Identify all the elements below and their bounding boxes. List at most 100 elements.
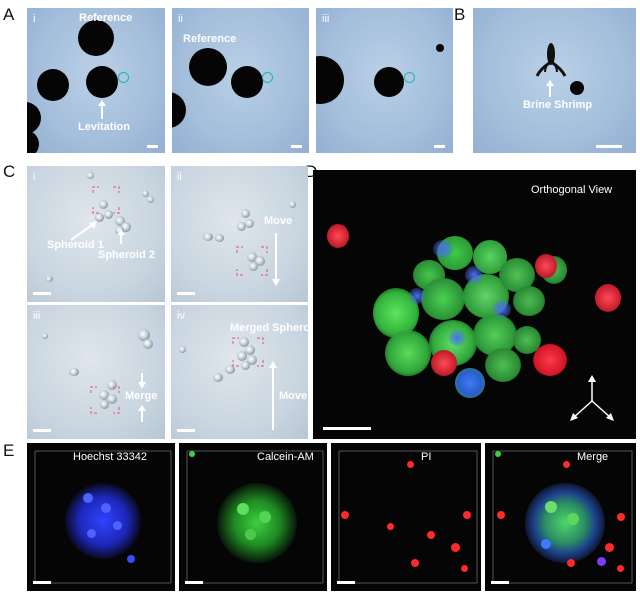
levitation-label: Levitation <box>78 121 130 133</box>
panel-d: Orthogonal View <box>313 170 636 439</box>
pi-cell <box>535 254 557 278</box>
levitating-bead <box>374 67 404 97</box>
calcein-cell <box>495 451 501 457</box>
pi-title: PI <box>421 451 432 463</box>
pi-cell <box>617 513 625 521</box>
panel-e-hoechst: Hoechst 33342 <box>27 443 175 591</box>
cell <box>241 209 250 218</box>
merge-cluster <box>525 483 605 563</box>
target-marker-icon <box>92 186 120 214</box>
panel-a-ii: ii Reference <box>172 8 309 153</box>
panel-letter-a: A <box>3 5 15 24</box>
pi-cell <box>411 559 419 567</box>
bead <box>172 92 186 128</box>
pi-cell <box>451 543 460 552</box>
pi-cell <box>605 543 614 552</box>
hoechst-nucleus <box>465 266 483 284</box>
arrow-up-icon <box>269 361 277 430</box>
target-marker-icon <box>90 386 120 414</box>
cell <box>215 234 224 242</box>
calcein-cell <box>513 286 545 316</box>
hoechst-nucleus <box>493 300 511 318</box>
hoechst-nucleus <box>101 503 111 513</box>
cell <box>241 361 250 370</box>
debris-particle <box>436 44 444 52</box>
pi-cell <box>387 523 394 530</box>
cell <box>104 210 113 219</box>
bounding-box <box>338 450 478 584</box>
arrow-down-icon <box>272 233 280 286</box>
panel-c-iii: iii Merge <box>27 305 165 439</box>
cell <box>95 213 104 222</box>
scale-bar <box>337 581 355 584</box>
cell <box>289 201 296 208</box>
levitating-bead <box>231 66 263 98</box>
bead <box>37 69 69 101</box>
scale-bar <box>33 429 51 432</box>
cell <box>239 337 249 347</box>
cell <box>237 351 247 361</box>
hoechst-nucleus <box>113 521 122 530</box>
pi-cell <box>341 511 349 519</box>
cell <box>87 172 94 179</box>
spheroid-1-label: Spheroid 1 <box>47 239 104 251</box>
calcein-cell <box>259 511 271 523</box>
target-ring <box>262 72 273 83</box>
panel-e-merge: Merge <box>485 443 636 591</box>
panel-c-iv: iv Merged Spheroid Move <box>171 305 308 439</box>
cell <box>115 226 124 235</box>
cell <box>247 252 257 262</box>
hoechst-nucleus <box>455 368 485 398</box>
panel-c-ii-label: ii <box>177 171 182 183</box>
hoechst-nucleus <box>433 240 453 258</box>
hoechst-nucleus <box>409 288 425 304</box>
levitating-bead <box>86 66 118 98</box>
cell <box>138 329 150 341</box>
panel-letter-c: C <box>3 162 16 181</box>
panel-a-iii-label: iii <box>322 13 330 25</box>
hoechst-cluster <box>65 483 141 559</box>
arrow-icon <box>117 229 125 244</box>
cell <box>142 190 149 197</box>
panel-a-iii: iii <box>316 8 453 153</box>
cell <box>255 256 265 266</box>
panel-a-i-label: i <box>33 13 36 25</box>
reference-bead <box>78 20 114 56</box>
scale-bar <box>177 429 195 432</box>
orientation-axes-icon <box>570 375 614 421</box>
calcein-cell <box>245 529 256 540</box>
panel-letter-e: E <box>3 441 15 460</box>
arrow-up-icon <box>98 100 106 119</box>
cell <box>107 394 117 404</box>
calcein-cell <box>237 503 249 515</box>
calcein-cell <box>545 501 557 513</box>
cell <box>99 390 109 400</box>
cell <box>45 276 53 282</box>
target-ring <box>404 72 415 83</box>
arrow-icon <box>70 221 97 241</box>
cell <box>115 216 125 226</box>
panel-b: Brine Shrimp <box>473 8 636 153</box>
arrow-up-icon <box>546 80 554 97</box>
cell <box>247 355 257 365</box>
scale-bar <box>291 145 302 148</box>
panel-c-i-label: i <box>33 171 36 183</box>
cell <box>100 400 109 409</box>
pi-cell <box>497 511 505 519</box>
scale-bar <box>177 292 195 295</box>
cell <box>213 373 223 382</box>
scale-bar <box>185 581 203 584</box>
cell <box>99 200 108 209</box>
arrow-down-icon <box>138 373 146 389</box>
pi-cell <box>327 224 349 248</box>
calcein-cell <box>485 348 521 382</box>
bead <box>27 102 41 134</box>
scale-bar <box>147 145 158 148</box>
panel-e-pi: PI <box>331 443 481 591</box>
bead <box>570 81 584 95</box>
hoechst-nucleus <box>127 555 135 563</box>
pi-cell <box>407 461 414 468</box>
target-ring <box>118 72 129 83</box>
reference-bead <box>189 48 227 86</box>
scale-bar <box>596 145 622 148</box>
